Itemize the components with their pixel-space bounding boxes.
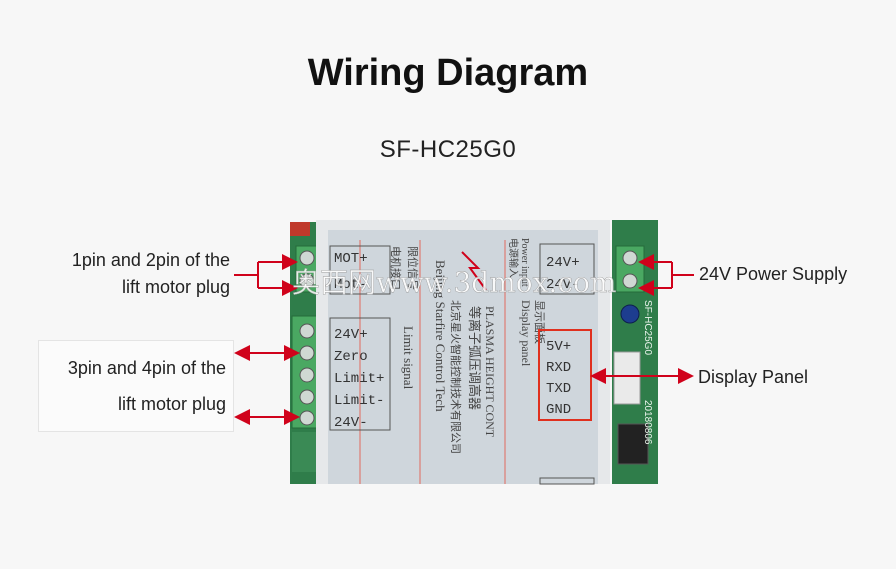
terminal-24v-minus-power: 24V- <box>546 277 580 293</box>
model-subtitle: SF-HC25G0 <box>379 136 517 163</box>
terminal-24v-minus-left: 24V- <box>334 415 368 431</box>
motor-cn-label: 电机接口 <box>389 246 403 290</box>
motor-plug-3-4-callout-box <box>38 340 234 432</box>
terminal-limit-minus: Limit- <box>334 393 384 409</box>
terminal-txd: TXD <box>546 381 571 397</box>
motor-plug-3-4-label-line2: lift motor plug <box>117 394 226 414</box>
motor-plug-1-2-label-line2: lift motor plug <box>121 277 230 297</box>
terminal-limit-plus: Limit+ <box>334 371 384 387</box>
motor-plug-3-4-label-line1: 3pin and 4pin of the <box>67 358 226 378</box>
terminal-gnd: GND <box>546 402 571 418</box>
board-face <box>316 220 610 485</box>
power-input-label: Power input <box>519 238 530 287</box>
terminal-mot-plus: MOT+ <box>334 251 368 267</box>
power-supply-label: 24V Power Supply <box>699 264 848 284</box>
limit-signal-label: Limit signal <box>401 326 416 390</box>
callout-lines <box>234 254 694 425</box>
watermark-text: 奥西网www.3dmox.com <box>292 266 616 299</box>
side-model-label: SF-HC25G0 <box>642 300 653 355</box>
terminal-zero: Zero <box>334 349 368 365</box>
limit-signal-cn-label: 限位信号 <box>406 246 420 290</box>
motor-plug-1-2-label-line1: 1pin and 2pin of the <box>71 250 230 270</box>
terminal-24v-plus-left: 24V+ <box>334 327 368 343</box>
display-panel-board-label: Display panel <box>519 300 533 367</box>
product-cn-label: 等离子弧压调高器 <box>467 306 482 410</box>
terminal-24v-plus-power: 24V+ <box>546 255 580 271</box>
display-panel-label: Display Panel <box>698 367 809 387</box>
display-panel-cn-label: 显示面板 <box>533 300 547 344</box>
right-pcb-strip: SF-HC25G0 20180806 <box>612 220 658 484</box>
terminal-rxd: RXD <box>546 360 571 376</box>
power-input-cn-label: 电源输入 <box>507 238 520 278</box>
product-en-label: PLASMA HEIGHT CONT <box>483 306 497 438</box>
terminal-5v-plus: 5V+ <box>546 339 571 355</box>
side-date-label: 20180806 <box>642 400 653 445</box>
company-en-label: Beijing Starfire Control Tech <box>433 260 448 412</box>
page-title: Wiring Diagram <box>307 52 589 94</box>
terminal-mot-minus: Mot- <box>334 277 368 293</box>
company-cn-label: 北京星火智能控制技术有限公司 <box>449 300 463 454</box>
